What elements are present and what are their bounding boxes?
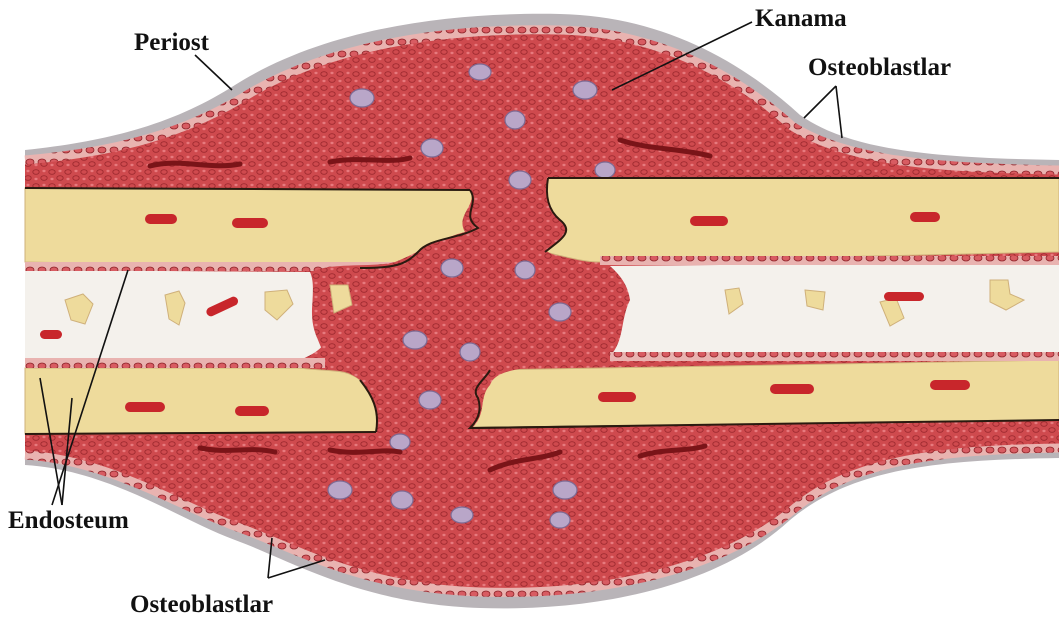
label-periost: Periost	[134, 30, 209, 55]
label-endosteum: Endosteum	[8, 508, 129, 533]
label-osteoblastlar-bottom: Osteoblastlar	[130, 592, 273, 617]
endosteum-band-lower	[25, 358, 325, 368]
cortical-bone-upper-right	[545, 178, 1059, 262]
label-kanama: Kanama	[755, 6, 847, 31]
leader-osteoblast-top-b	[836, 86, 842, 138]
label-osteoblastlar-top: Osteoblastlar	[808, 55, 951, 80]
leader-periost	[195, 55, 232, 90]
marrow-cavity-right	[610, 262, 1059, 356]
endosteum-band-lower-right	[610, 352, 1059, 361]
leader-osteoblast-top-a	[804, 86, 836, 118]
endosteum-band-upper-right	[600, 256, 1059, 265]
cortical-bone-lower-right	[470, 360, 1059, 428]
